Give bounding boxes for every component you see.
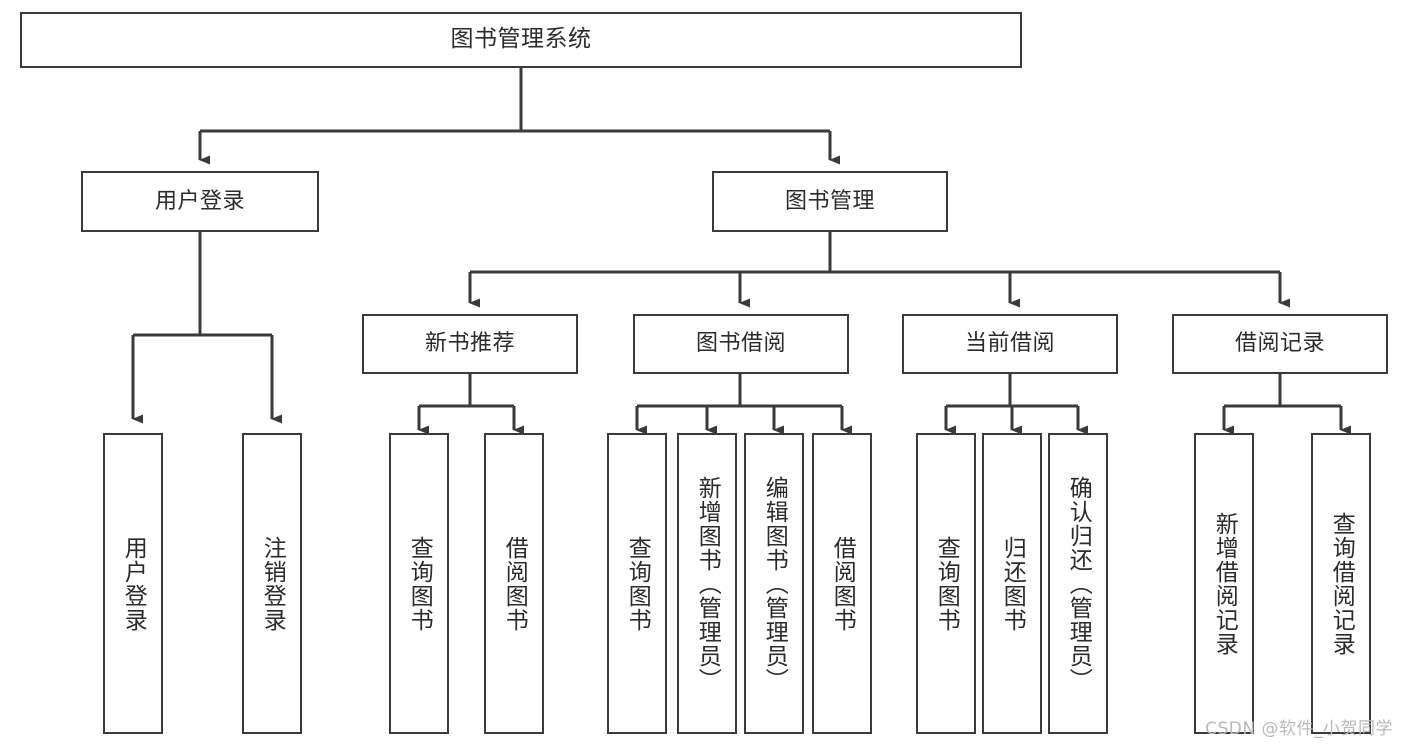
- leaf-current-borrow-return-book[interactable]: 归还图书: [982, 433, 1042, 734]
- node-user-login[interactable]: 用户登录: [81, 171, 319, 232]
- node-current-borrow[interactable]: 当前借阅: [902, 314, 1118, 374]
- leaf-user-login-login[interactable]: 用户登录: [103, 433, 163, 734]
- node-label: 归还图书: [999, 535, 1026, 632]
- node-label: 查询图书: [933, 535, 960, 632]
- leaf-new-book-query-book[interactable]: 查询图书: [389, 433, 449, 734]
- node-label: 用户登录: [154, 188, 245, 214]
- leaf-borrow-record-add-record[interactable]: 新增借阅记录: [1194, 433, 1254, 734]
- node-label: 新增借阅记录: [1211, 511, 1238, 656]
- node-label: 确认归还（管理员）: [1065, 475, 1092, 692]
- leaf-new-book-borrow-book[interactable]: 借阅图书: [484, 433, 544, 734]
- leaf-current-borrow-confirm-return-admin[interactable]: 确认归还（管理员）: [1048, 433, 1108, 734]
- leaf-borrow-record-query-record[interactable]: 查询借阅记录: [1311, 433, 1371, 734]
- node-book-borrow[interactable]: 图书借阅: [633, 314, 849, 374]
- node-book-management[interactable]: 图书管理: [712, 171, 948, 232]
- node-label: 当前借阅: [964, 331, 1055, 357]
- leaf-current-borrow-query-book[interactable]: 查询图书: [916, 433, 976, 734]
- node-root-library-management-system[interactable]: 图书管理系统: [20, 12, 1022, 68]
- node-label: 新增图书（管理员）: [694, 475, 721, 692]
- node-label: 新书推荐: [424, 331, 515, 357]
- node-label: 查询图书: [624, 535, 651, 632]
- node-label: 图书借阅: [695, 331, 786, 357]
- leaf-book-borrow-edit-book-admin[interactable]: 编辑图书（管理员）: [744, 433, 804, 734]
- node-label: 查询图书: [406, 535, 433, 632]
- leaf-user-login-logout[interactable]: 注销登录: [242, 433, 302, 734]
- leaf-book-borrow-add-book-admin[interactable]: 新增图书（管理员）: [677, 433, 737, 734]
- node-label: 用户登录: [120, 535, 147, 632]
- node-label: 注销登录: [259, 535, 286, 632]
- node-label: 借阅记录: [1234, 331, 1325, 357]
- leaf-book-borrow-borrow-book[interactable]: 借阅图书: [812, 433, 872, 734]
- node-label: 查询借阅记录: [1328, 511, 1355, 656]
- node-label: 借阅图书: [829, 535, 856, 632]
- node-label: 编辑图书（管理员）: [761, 475, 788, 692]
- node-label: 图书管理系统: [450, 26, 592, 53]
- node-label: 借阅图书: [501, 535, 528, 632]
- node-borrow-record[interactable]: 借阅记录: [1172, 314, 1388, 374]
- node-label: 图书管理: [784, 188, 875, 214]
- leaf-book-borrow-query-book[interactable]: 查询图书: [607, 433, 667, 734]
- node-new-book-recommend[interactable]: 新书推荐: [362, 314, 578, 374]
